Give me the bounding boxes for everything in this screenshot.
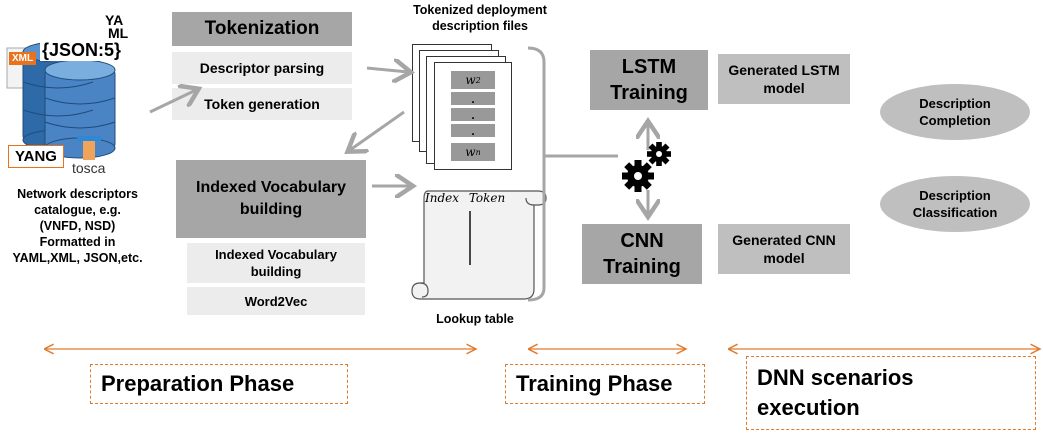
lookup-caption: Lookup table — [410, 312, 540, 326]
indexed-vocab-sub-label: Indexed Vocabulary building — [215, 247, 337, 279]
token-generation-label: Token generation — [204, 96, 320, 112]
description-classification-ellipse: Description Classification — [880, 176, 1030, 232]
yang-logo: YANG — [8, 145, 64, 168]
caption-line: Formatted in — [39, 235, 116, 249]
descriptor-parsing-label: Descriptor parsing — [199, 60, 325, 76]
catalogue-caption: Network descriptors catalogue, e.g. (VNF… — [0, 186, 155, 266]
tosca-label: tosca — [72, 160, 106, 176]
descriptor-parsing-box: Descriptor parsing — [172, 52, 352, 84]
token-dot: . — [471, 107, 475, 122]
token-first-sub: 2 — [475, 75, 481, 85]
cnn-training-label: CNN Training — [603, 230, 681, 278]
tokenization-box: Tokenization — [172, 12, 352, 46]
description-completion-ellipse: Description Completion — [880, 84, 1030, 140]
files-title-line2: description files — [432, 19, 528, 33]
gears-icon — [618, 140, 678, 198]
catalogue-icons — [5, 10, 165, 180]
caption-line: Network descriptors — [17, 187, 138, 201]
token-cell-dot: . — [451, 123, 495, 138]
yaml-label-top: YA — [105, 12, 124, 28]
token-cell-dot: . — [451, 91, 495, 106]
xml-file-icon: XML — [9, 52, 37, 65]
files-title-line1: Tokenized deployment — [413, 3, 547, 17]
indexed-vocab-label: Indexed Vocabulary building — [196, 179, 346, 218]
word2vec-box: Word2Vec — [187, 287, 365, 315]
preparation-phase-label: Preparation Phase — [90, 364, 348, 404]
lookup-token-label: Token — [468, 191, 506, 205]
token-last-sub: n — [475, 147, 481, 157]
yaml-label-bottom: ML — [108, 25, 129, 41]
training-phase-label: Training Phase — [505, 364, 705, 404]
dnn-phase-label: DNN scenarios execution — [746, 356, 1036, 430]
scroll-icon — [411, 190, 547, 300]
files-title: Tokenized deployment description files — [380, 2, 580, 34]
lookup-caption-label: Lookup table — [436, 312, 514, 326]
dnn-phase-text: DNN scenarios execution — [757, 365, 914, 420]
lookup-index-label: Index — [425, 191, 460, 205]
generated-cnn-label: Generated CNN model — [732, 232, 836, 266]
description-classification-label: Description Classification — [912, 188, 998, 220]
yang-label: YANG — [15, 148, 57, 165]
caption-line: catalogue, e.g. — [34, 203, 121, 217]
tokenization-label: Tokenization — [204, 18, 320, 39]
json5-logo: {JSON:5} — [40, 40, 124, 61]
cnn-training-box: CNN Training — [582, 224, 702, 284]
arrow-catalogue-to-tokenization — [149, 90, 196, 114]
token-dot: . — [471, 123, 475, 138]
token-first: w — [465, 73, 476, 87]
preparation-phase-text: Preparation Phase — [101, 371, 295, 396]
lstm-training-box: LSTM Training — [590, 50, 708, 110]
lookup-header: Index Token — [425, 191, 505, 205]
caption-line: (VNFD, NSD) — [39, 219, 116, 233]
token-last: w — [465, 145, 476, 159]
caption-line: YAML,XML, JSON,etc. — [12, 251, 143, 265]
generated-lstm-label: Generated LSTM model — [728, 62, 840, 96]
generated-cnn-box: Generated CNN model — [718, 224, 850, 274]
description-completion-label: Description Completion — [919, 96, 991, 128]
token-cell-dot: . — [451, 107, 495, 122]
json5-label: {JSON:5} — [42, 40, 122, 60]
generated-lstm-box: Generated LSTM model — [718, 54, 850, 104]
word2vec-label: Word2Vec — [244, 293, 308, 309]
training-phase-text: Training Phase — [516, 371, 673, 396]
indexed-vocab-box: Indexed Vocabulary building — [176, 160, 366, 238]
lstm-training-label: LSTM Training — [610, 56, 688, 104]
database-icon — [6, 41, 116, 160]
indexed-vocab-sub-box: Indexed Vocabulary building — [187, 243, 365, 283]
arrow-tokenization-to-files — [366, 68, 408, 72]
lookup-table-scroll: Index Token — [410, 185, 550, 305]
arrow-files-to-vocab — [350, 110, 405, 150]
xml-label: XML — [12, 53, 34, 64]
yaml-logo: YA ML — [100, 12, 129, 41]
token-dot: . — [471, 91, 475, 106]
bracket — [527, 46, 546, 302]
tosca-logo: tosca — [72, 160, 105, 176]
